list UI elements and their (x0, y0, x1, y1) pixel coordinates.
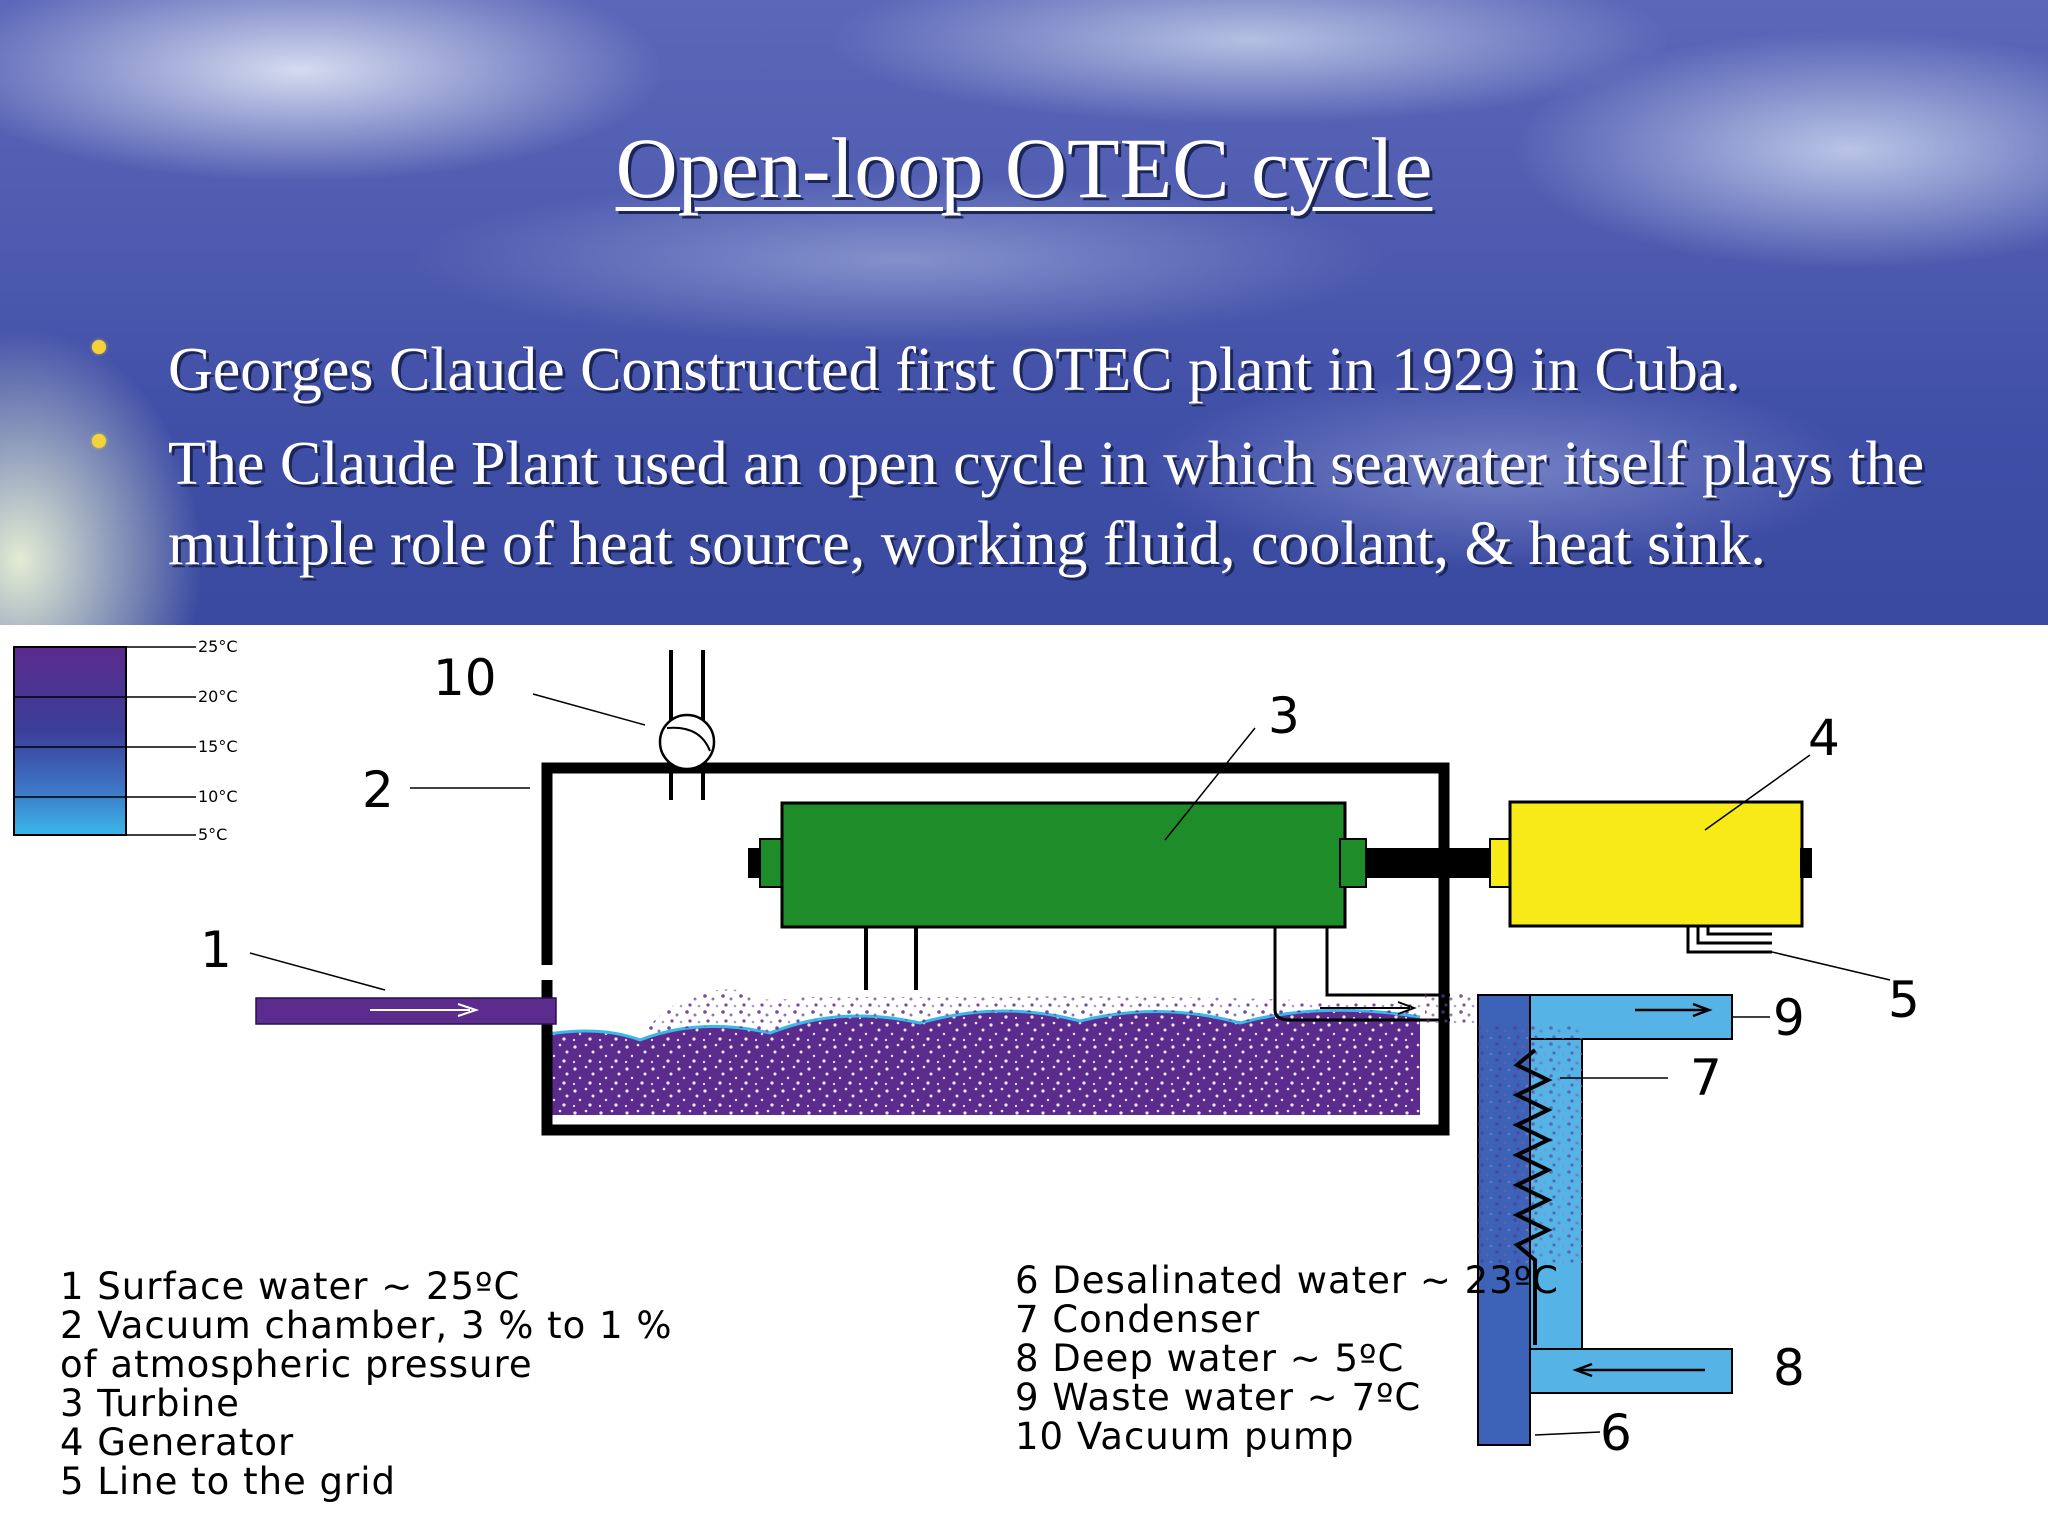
condenser-coil (1512, 1048, 1553, 1345)
generator-body (1508, 800, 1804, 928)
legend-item: 5 Line to the grid (60, 1460, 397, 1503)
scale-tick-5: 5°C (198, 825, 227, 844)
turbine-shaft (1366, 848, 1498, 878)
bullet-text: Georges Claude Constructed first OTEC pl… (168, 336, 1741, 404)
bullet-item: The Claude Plant used an open cycle in w… (88, 424, 2038, 584)
otec-diagram-svg: 25°C 20°C 15°C 10°C 5°C (13, 637, 1920, 1462)
slide-background (0, 0, 2048, 625)
vacuum-pump (658, 650, 716, 800)
legend-item: 2 Vacuum chamber, 3 % to 1 % (60, 1304, 673, 1347)
legend-item: 4 Generator (60, 1421, 295, 1464)
legend-item: 6 Desalinated water ~ 23ºC (1015, 1259, 1559, 1302)
legend-item: 10 Vacuum pump (1015, 1415, 1355, 1458)
callout-7: 7 (1690, 1049, 1722, 1107)
callout-6: 6 (1600, 1404, 1632, 1462)
turbine (748, 801, 1498, 990)
condenser (1477, 994, 1733, 1446)
scale-tick-10: 10°C (198, 787, 238, 806)
callout-3: 3 (1268, 687, 1300, 745)
scale-tick-25: 25°C (198, 637, 238, 656)
bullet-dot-icon (92, 434, 106, 448)
bullet-dot-icon (92, 340, 106, 354)
vacuum-chamber (541, 762, 1450, 1136)
temperature-scale-bar (13, 646, 127, 836)
surface-water-inlet (255, 997, 557, 1025)
scale-tick-15: 15°C (198, 737, 238, 756)
callout-5: 5 (1888, 971, 1920, 1029)
scale-tick-20: 20°C (198, 687, 238, 706)
slide-title: Open-loop OTEC cycle (615, 120, 1433, 216)
bullet-list: Georges Claude Constructed first OTEC pl… (88, 330, 2038, 598)
leader-lines (249, 693, 1891, 1436)
callout-10: 10 (433, 649, 497, 707)
turbine-body (780, 801, 1347, 929)
bullet-text: The Claude Plant used an open cycle in w… (168, 430, 1925, 578)
steam-exhaust (1273, 927, 1485, 1023)
otec-diagram: 25°C 20°C 15°C 10°C 5°C (0, 625, 2048, 1536)
legend-item: of atmospheric pressure (60, 1343, 533, 1386)
flash-spray (640, 989, 1420, 1040)
temperature-scale: 25°C 20°C 15°C 10°C 5°C (13, 637, 238, 844)
callout-1: 1 (200, 921, 232, 979)
callout-9: 9 (1773, 989, 1805, 1047)
callout-4: 4 (1808, 709, 1840, 767)
legend-item: 7 Condenser (1015, 1298, 1261, 1341)
bullet-item: Georges Claude Constructed first OTEC pl… (88, 330, 2038, 410)
legend-item: 8 Deep water ~ 5ºC (1015, 1337, 1405, 1380)
callout-2: 2 (362, 761, 394, 819)
legend-right: 6 Desalinated water ~ 23ºC 7 Condenser 8… (1015, 1261, 1559, 1456)
chamber-outline (541, 762, 1450, 1136)
legend-item: 9 Waste water ~ 7ºC (1015, 1376, 1422, 1419)
legend-item: 1 Surface water ~ 25ºC (60, 1265, 521, 1308)
legend-left: 1 Surface water ~ 25ºC 2 Vacuum chamber,… (60, 1267, 673, 1501)
generator (1489, 800, 1812, 954)
legend-item: 3 Turbine (60, 1382, 240, 1425)
callout-8: 8 (1773, 1339, 1805, 1397)
